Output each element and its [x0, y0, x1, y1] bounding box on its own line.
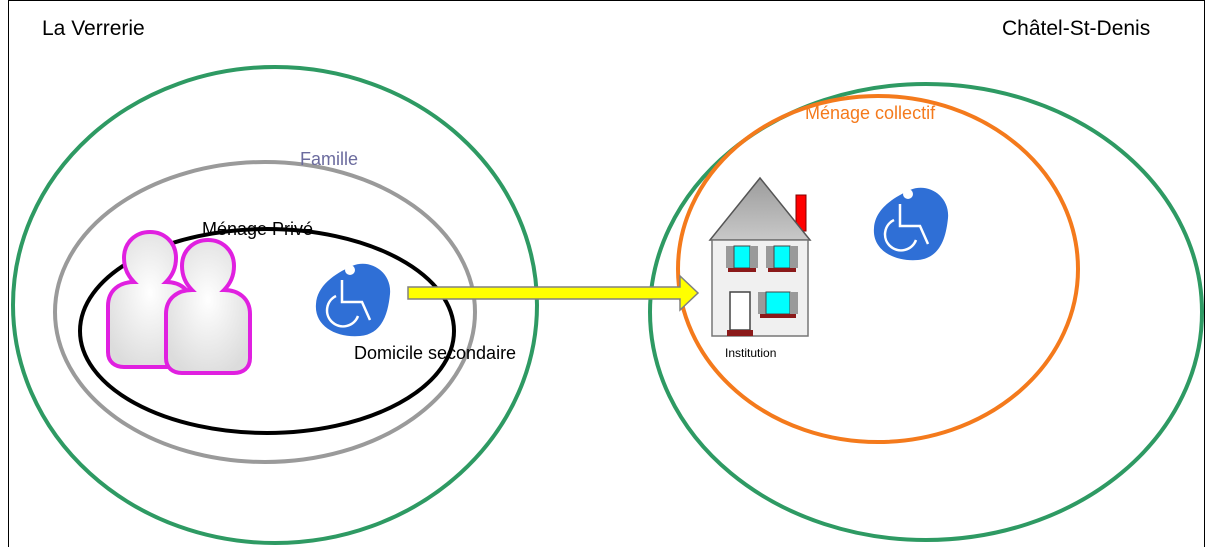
menage-prive-ellipse	[78, 227, 456, 435]
domicile-secondaire-label: Domicile secondaire	[354, 343, 517, 363]
famille-ellipse	[53, 160, 477, 464]
menage-collectif-label: Ménage collectif	[805, 103, 936, 123]
institution-label: Institution	[725, 346, 777, 360]
house-icon	[708, 176, 812, 337]
frame-border	[8, 0, 1205, 547]
region-label-chatel: Châtel-St-Denis	[1002, 17, 1151, 40]
famille-label: Famille	[300, 149, 359, 169]
menage-prive-label: Ménage Privé	[202, 219, 314, 239]
arrow-icon	[407, 274, 700, 312]
region-circle-chatel	[648, 82, 1204, 542]
menage-collectif-circle	[676, 94, 1080, 444]
people-icon	[106, 229, 252, 375]
wheelchair-icon-collectif	[873, 187, 949, 261]
region-label-la-verrerie: La Verrerie	[42, 17, 145, 40]
region-circle-la-verrerie	[11, 65, 539, 545]
wheelchair-icon	[315, 263, 391, 337]
